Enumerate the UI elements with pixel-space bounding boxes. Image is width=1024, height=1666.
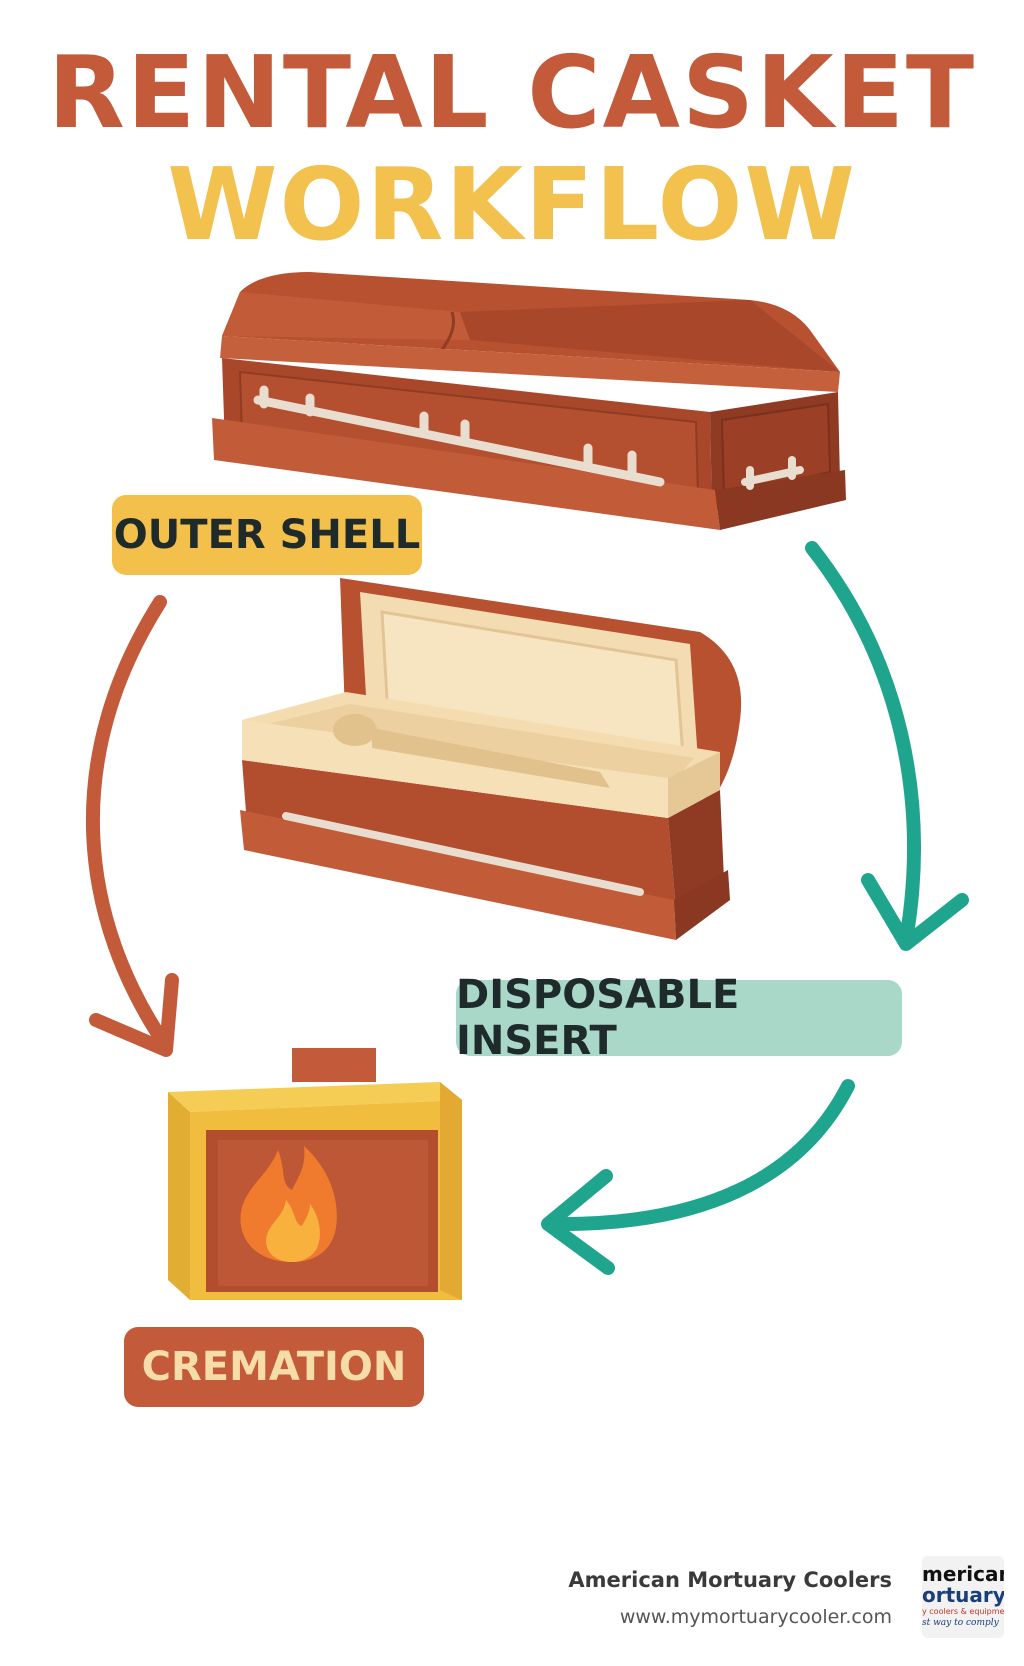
open-casket-icon <box>240 578 742 940</box>
arrow-outer-to-cremation <box>85 595 173 1053</box>
company-url: www.mymortuarycooler.com <box>619 1606 892 1628</box>
title-line-1: RENTAL CASKET <box>47 34 977 151</box>
logo-line-3: y coolers & equipment <box>922 1607 1004 1616</box>
title-line-2: WORKFLOW <box>167 146 857 263</box>
arrowhead-insert <box>861 873 969 951</box>
arrowhead-furnace <box>541 1169 615 1275</box>
flame-icon <box>240 1146 337 1262</box>
closed-casket-icon <box>212 272 846 530</box>
arrow-insert-to-cremation <box>545 1079 855 1232</box>
company-name: American Mortuary Coolers <box>568 1568 892 1592</box>
arrowhead-cremation <box>89 973 179 1057</box>
node-outer-shell: OUTER SHELL <box>112 495 422 575</box>
company-logo: merican ortuary y coolers & equipment st… <box>922 1556 1004 1638</box>
logo-line-4: st way to comply <box>922 1618 999 1628</box>
node-disposable-insert: DISPOSABLE INSERT <box>456 972 902 1064</box>
logo-line-2: ortuary <box>922 1583 1004 1607</box>
logo-line-1: merican <box>922 1562 1004 1586</box>
arrow-outer-to-insert <box>805 541 921 947</box>
node-cremation: CREMATION <box>124 1327 424 1407</box>
